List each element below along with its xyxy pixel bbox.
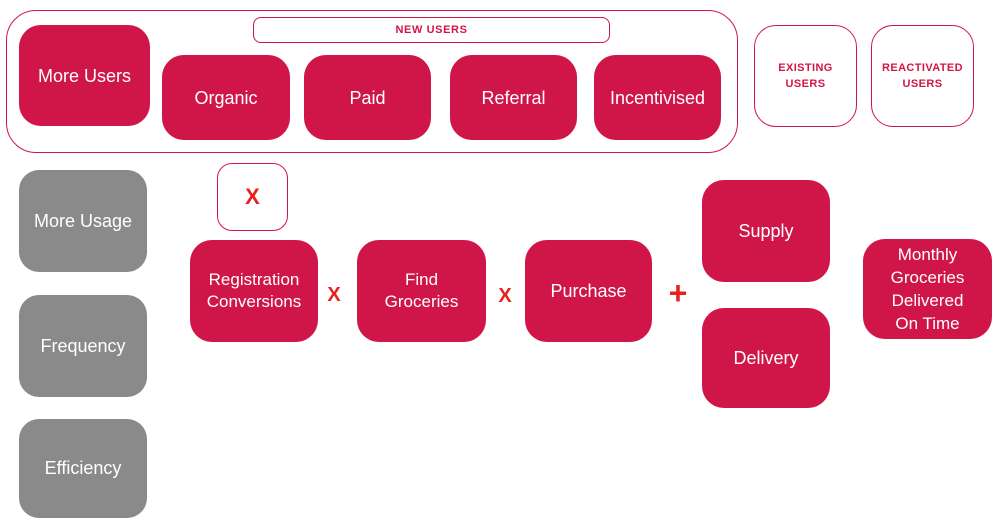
multiply-operator-1: X: [321, 281, 347, 309]
plus-operator: +: [662, 272, 694, 314]
outcome-box: Monthly Groceries Delivered On Time: [863, 239, 992, 339]
more-users-box: More Users: [19, 25, 150, 126]
channel-organic-label: Organic: [194, 87, 258, 108]
channel-organic-box: Organic: [162, 55, 290, 140]
channel-incentivised-box: Incentivised: [594, 55, 721, 140]
lever-frequency-box: Frequency: [19, 295, 147, 397]
supply-box: Supply: [702, 180, 830, 282]
find-groceries-line1: Find: [404, 270, 439, 289]
lever-efficiency-box: Efficiency: [19, 419, 147, 518]
channel-referral-label: Referral: [481, 87, 546, 108]
multiplier-badge-label: X: [245, 184, 260, 209]
existing-users-label-line2: USERS: [785, 78, 826, 90]
multiply-operator-1-text: X: [327, 283, 341, 306]
outcome-line1: Monthly: [897, 245, 958, 264]
channel-paid-label: Paid: [349, 87, 386, 108]
registration-conversions-box: Registration Conversions: [190, 240, 318, 342]
delivery-box: Delivery: [702, 308, 830, 408]
more-users-label: More Users: [37, 65, 131, 86]
registration-conversions-line1: Registration: [208, 270, 300, 289]
outcome-line4: On Time: [895, 314, 960, 333]
lever-more-usage-box: More Usage: [19, 170, 147, 272]
plus-operator-text: +: [668, 274, 688, 311]
lever-more-usage-label: More Usage: [33, 210, 133, 231]
registration-conversions-line2: Conversions: [206, 292, 302, 311]
outcome-line2: Groceries: [890, 268, 965, 287]
multiply-operator-2: X: [492, 282, 518, 310]
reactivated-users-box: REACTIVATED USERS: [871, 25, 974, 127]
purchase-label: Purchase: [550, 281, 627, 301]
multiply-operator-2-text: X: [498, 284, 512, 307]
reactivated-users-label-line2: USERS: [902, 78, 943, 90]
lever-frequency-label: Frequency: [40, 335, 126, 356]
supply-label: Supply: [738, 221, 794, 241]
delivery-label: Delivery: [733, 348, 799, 368]
new-users-group-label: NEW USERS: [253, 17, 610, 43]
find-groceries-line2: Groceries: [384, 292, 459, 311]
channel-incentivised-label: Incentivised: [609, 87, 706, 108]
channel-paid-box: Paid: [304, 55, 431, 140]
lever-efficiency-label: Efficiency: [44, 458, 122, 478]
existing-users-box: EXISTING USERS: [754, 25, 857, 127]
outcome-line3: Delivered: [891, 291, 964, 310]
new-users-group-label-text: NEW USERS: [395, 24, 468, 36]
purchase-box: Purchase: [525, 240, 652, 342]
existing-users-label-line1: EXISTING: [778, 62, 833, 74]
channel-referral-box: Referral: [450, 55, 577, 140]
find-groceries-box: Find Groceries: [357, 240, 486, 342]
multiplier-badge-box: X: [217, 163, 288, 231]
reactivated-users-label-line1: REACTIVATED: [882, 62, 963, 74]
